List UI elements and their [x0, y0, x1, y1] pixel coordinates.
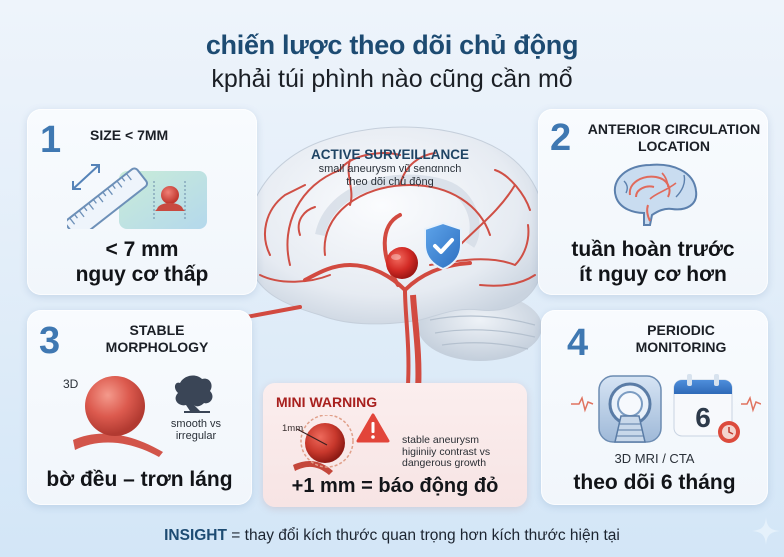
- card-number: 3: [39, 320, 61, 362]
- card-number: 4: [567, 322, 589, 364]
- aneurysm-growth-icon: [293, 414, 363, 477]
- compare-line-1: smooth vs: [170, 418, 222, 430]
- mri-scanner-icon: [598, 375, 662, 443]
- warning-title: MINI WARNING: [276, 394, 378, 410]
- compare-line-2: irregular: [175, 430, 217, 442]
- card-value: < 7 mm: [105, 238, 179, 261]
- card-heading-line-2: MORPHOLOGY: [105, 339, 209, 355]
- header: chiến lược theo dõi chủ động kphải túi p…: [0, 28, 784, 95]
- card-size: 1 SIZE < 7MM: [27, 109, 257, 295]
- card-heading-line-1: STABLE: [129, 322, 185, 338]
- warning-desc-line-1: stable aneurysm: [402, 434, 480, 446]
- warning-desc-line-2: higiiniiy contrast vs: [402, 445, 491, 458]
- card-number: 1: [40, 119, 62, 161]
- calendar-number: 6: [695, 402, 711, 433]
- card-note: bờ đều – trơn láng: [46, 468, 233, 491]
- page-subtitle: kphải túi phình nào cũng cần mổ: [211, 65, 573, 93]
- card-monitoring: 4 PERIODIC MONITORING: [541, 310, 768, 505]
- card-note: theo dõi 6 tháng: [573, 471, 736, 494]
- ruler-illustration: [64, 159, 207, 239]
- shield-check-icon: [424, 221, 462, 271]
- warning-description: stable aneurysm higiiniiy contrast vs da…: [402, 434, 491, 470]
- pulse-icon: [571, 395, 762, 413]
- insight-label: INSIGHT: [164, 527, 227, 544]
- card-heading: PERIODIC MONITORING: [601, 322, 761, 356]
- irregular-shape-icon: [170, 375, 220, 417]
- card-number: 2: [550, 117, 572, 159]
- card-heading: ANTERIOR CIRCULATION LOCATION: [584, 121, 764, 155]
- brain-illustration: [228, 115, 555, 391]
- label-3d: 3D: [63, 377, 79, 391]
- card-heading-line-1: ANTERIOR CIRCULATION: [587, 121, 761, 137]
- insight-text: = thay đổi kích thước quan trọng hơn kíc…: [226, 527, 620, 544]
- aneurysm-ball: [386, 247, 418, 279]
- card-morphology: 3 STABLE MORPHOLOGY 3D smooth vs irregul…: [27, 310, 252, 505]
- monitoring-illustration: 6: [571, 372, 762, 447]
- card-heading-line-2: LOCATION: [637, 138, 711, 154]
- surveillance-line-1: small aneurysm vũ senαnnch: [318, 163, 462, 175]
- card-location: 2 ANTERIOR CIRCULATION LOCATION tuần hoà…: [538, 109, 768, 295]
- sphere-aneurysm-icon: [65, 372, 165, 457]
- card-heading: STABLE MORPHOLOGY: [67, 322, 247, 356]
- warning-desc-line-3: dangerous growth: [402, 457, 487, 469]
- card-note: ít nguy cơ hơn: [579, 263, 727, 286]
- size-label: 1mm: [282, 423, 304, 434]
- surveillance-line-2: theo dõi chủ động: [346, 176, 434, 188]
- brain-icon: [606, 161, 702, 227]
- insight-footer: INSIGHT = thay đổi kích thước quan trọng…: [0, 527, 784, 545]
- warning-triangle-icon: [356, 413, 390, 443]
- double-arrow-icon: [72, 164, 100, 190]
- scan-label: 3D MRI / CTA: [614, 451, 695, 466]
- mini-warning-panel: MINI WARNING 1mm stable aneurysm higiini…: [263, 383, 527, 507]
- page-title: chiến lược theo dõi chủ động: [205, 30, 579, 60]
- surveillance-title: ACTIVE SURVEILLANCE: [310, 147, 470, 162]
- calendar-icon: 6: [673, 374, 733, 437]
- card-heading-line-1: PERIODIC: [647, 322, 715, 338]
- card-note: nguy cơ thấp: [75, 263, 209, 286]
- card-heading-line-2: MONITORING: [635, 339, 727, 355]
- card-heading: SIZE < 7MM: [90, 127, 169, 143]
- sparkle-icon: [750, 515, 782, 547]
- card-value: tuần hoàn trước: [571, 238, 735, 261]
- surveillance-label: ACTIVE SURVEILLANCE small aneurysm vũ se…: [290, 147, 490, 189]
- warning-headline: +1 mm = báo động đỏ: [291, 475, 499, 497]
- clock-icon: [718, 421, 740, 443]
